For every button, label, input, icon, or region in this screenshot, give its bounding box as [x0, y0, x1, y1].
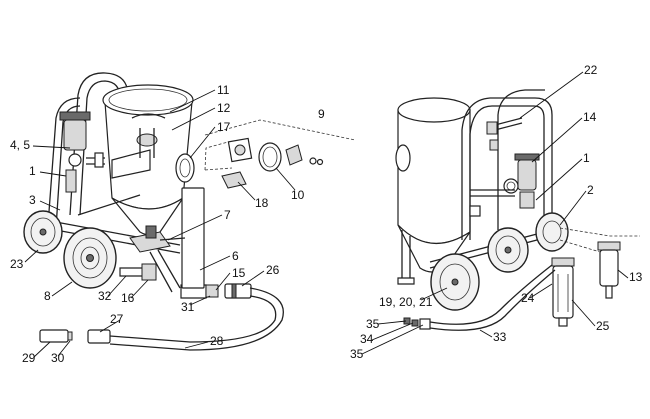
callout-c24: 24: [521, 291, 535, 305]
callout-c18: 18: [255, 196, 269, 210]
callout-c25: 25: [596, 319, 610, 333]
callout-c15: 15: [232, 266, 246, 280]
callout-c6: 6: [232, 249, 239, 263]
callout-c26: 26: [266, 263, 280, 277]
callout-c9: 9: [318, 107, 325, 121]
callout-c32: 32: [98, 289, 112, 303]
callout-c31: 31: [181, 300, 195, 314]
callout-c3: 3: [29, 193, 36, 207]
callout-c35b: 35: [350, 347, 364, 361]
right-blast-machine: [395, 89, 640, 331]
callout-c1R: 1: [583, 151, 590, 165]
callout-c33: 33: [493, 330, 507, 344]
callout-c29: 29: [22, 351, 36, 365]
callout-c17: 17: [217, 120, 231, 134]
callout-c14: 14: [583, 110, 597, 124]
exploded-lid-parts: [204, 119, 356, 189]
callout-c30: 30: [51, 351, 65, 365]
callout-c13: 13: [629, 270, 643, 284]
callout-c12: 12: [217, 101, 231, 115]
callout-c22: 22: [584, 63, 598, 77]
callout-c45: 4, 5: [10, 138, 30, 152]
callout-c10: 10: [291, 188, 305, 202]
callout-c28: 28: [210, 334, 224, 348]
callout-c2: 2: [587, 183, 594, 197]
left-blast-machine: [23, 72, 284, 351]
callout-c23: 23: [10, 257, 24, 271]
leader-lines: [24, 71, 629, 358]
callout-c11: 11: [217, 83, 230, 97]
callout-c16: 16: [121, 291, 135, 305]
callout-c8: 8: [44, 289, 51, 303]
callout-c34: 34: [360, 332, 374, 346]
callout-c27: 27: [110, 312, 124, 326]
callout-c35a: 35: [366, 317, 380, 331]
callout-c7: 7: [224, 208, 231, 222]
callout-c1L: 1: [29, 164, 36, 178]
callout-c192021: 19, 20, 21: [379, 295, 433, 309]
